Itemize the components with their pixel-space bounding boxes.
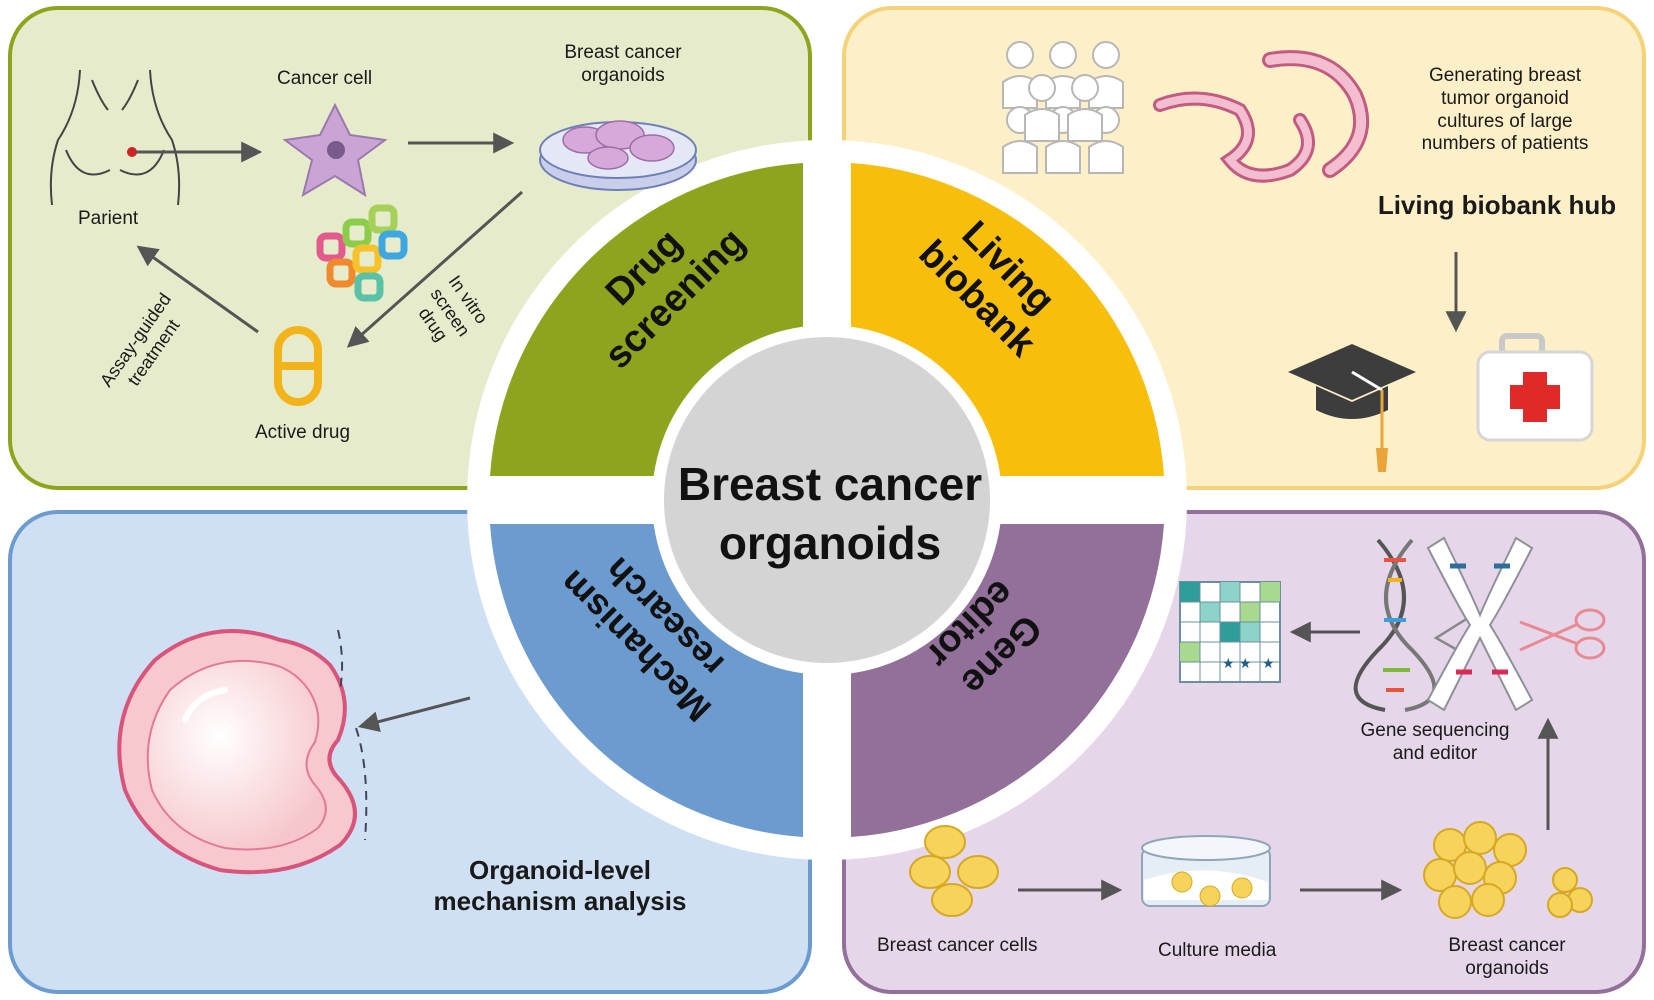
patient-torso-icon [49,69,181,206]
label-biobank-desc-3: cultures of large [1437,110,1573,132]
graduation-cap-icon [1288,344,1416,472]
label-cancer-cell: Cancer cell [277,68,373,89]
label-gene-organoids-2: organoids [1465,957,1549,979]
label-mechanism-analysis: Organoid-level mechanism analysis [410,855,710,917]
label-gene-organoids-1: Breast cancer [1448,935,1566,956]
label-active-drug: Active drug [255,422,351,443]
first-aid-kit-icon [1476,333,1594,442]
label-living-biobank-hub: Living biobank hub [1377,190,1617,220]
tubular-organoid-icon [1153,50,1370,183]
label-biobank-description: Generating breast tumor organoid culture… [1400,65,1610,156]
center-title-line1: Breast cancer [677,458,983,510]
center-circle [664,337,990,663]
culture-dish-icon [1141,835,1271,907]
cystic-organoid-icon [117,629,357,875]
label-drug-organoids: Breast cancer organoids [548,42,698,88]
organoid-dish-icon [539,120,697,191]
svg-text:★ ★: ★ ★ [1222,656,1252,672]
label-breast-cancer-cells: Breast cancer cells [877,935,1038,956]
label-gene-seq-1: Gene sequencing [1360,720,1510,741]
label-patient: Parient [78,208,139,229]
label-biobank-desc-2: tumor organoid [1441,87,1569,109]
chromosome-icon [1426,536,1534,712]
drug-library-grid-icon [316,204,408,302]
capsule-pill-icon [274,326,322,406]
tumor-dot [127,147,137,157]
scissors-icon [1519,608,1606,660]
label-drug-organoids-2: organoids [581,64,665,86]
organoid-cluster-icon [1423,821,1593,919]
label-mechanism-1: Organoid-level [468,855,652,885]
label-drug-organoids-1: Breast cancer [564,42,682,63]
label-mechanism-2: mechanism analysis [433,886,687,917]
label-gene-sequencing: Gene sequencing and editor [1345,720,1525,766]
patients-crowd-icon [1002,41,1124,174]
cancer-cell-icon [282,102,388,198]
center-title: Breast cancer organoids [630,455,1030,573]
center-title-line2: organoids [718,516,942,569]
svg-text:★: ★ [1262,656,1275,672]
breast-cancer-cells-icon [909,825,999,917]
label-gene-seq-2: and editor [1392,742,1478,764]
label-biobank-desc-4: numbers of patients [1421,133,1589,155]
label-culture-media: Culture media [1158,940,1277,961]
label-gene-organoids: Breast cancer organoids [1432,935,1582,981]
sequencing-heatmap-icon: ★ ★ ★ [1179,581,1281,683]
label-biobank-desc-1: Generating breast [1428,65,1582,86]
